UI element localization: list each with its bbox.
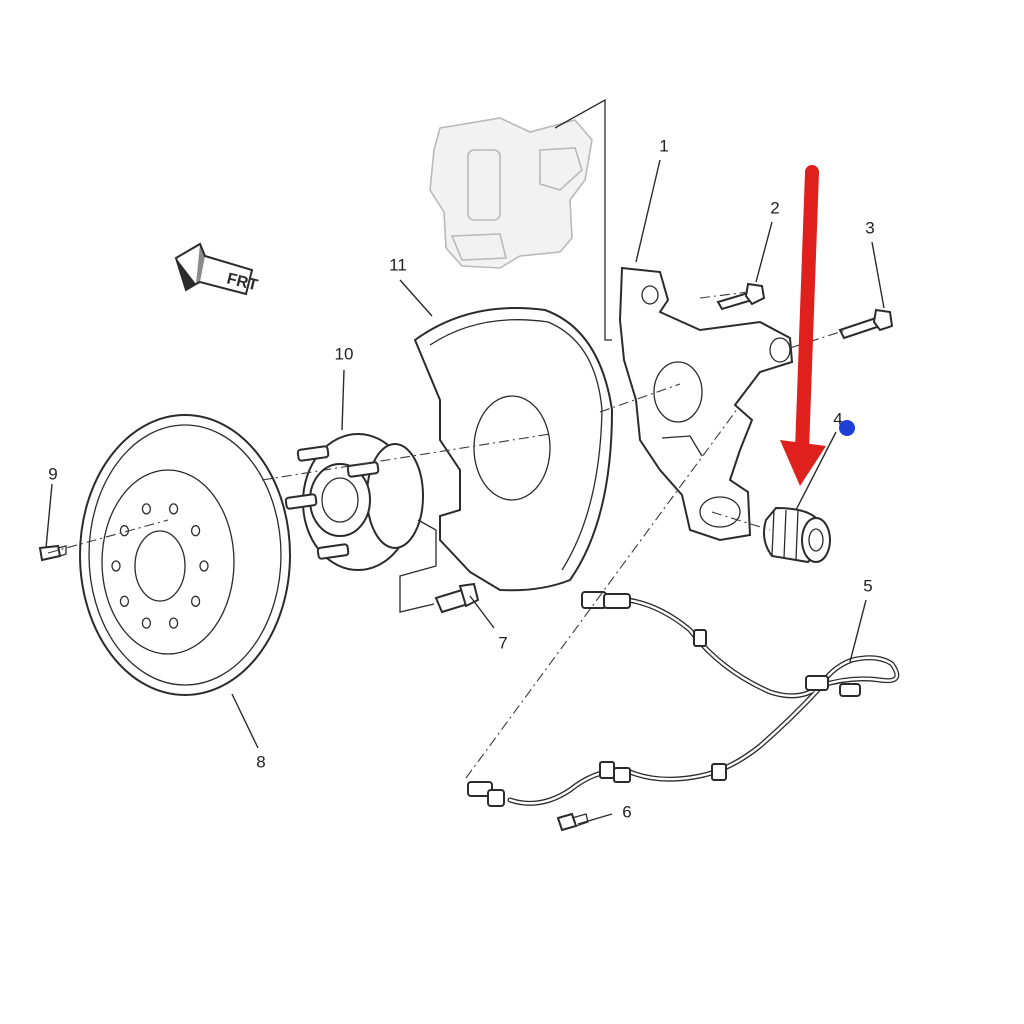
brake-rotor [79, 414, 291, 696]
rotor-hole [190, 595, 201, 607]
callout-leaders [45, 159, 885, 825]
rotor-hole [141, 503, 152, 515]
stud-bracket-line [399, 519, 437, 613]
rotor-hole [119, 595, 130, 607]
highlight-arrow [780, 165, 826, 486]
rotor-hole [199, 560, 209, 572]
wheel-hub-bearing [284, 433, 424, 571]
callout-10: 10 [334, 344, 354, 364]
brake-backing-plate [413, 307, 614, 592]
knuckle-rear-bolt [838, 308, 894, 340]
knuckle-upper-bolt [716, 282, 766, 311]
callout-9: 9 [48, 464, 58, 484]
callout-6: 6 [622, 802, 632, 822]
wheel-speed-sensor-harness [467, 591, 900, 807]
callout-11: 11 [389, 255, 407, 275]
callout-2: 2 [770, 198, 780, 218]
caliper-bracket-line [554, 98, 612, 341]
callout-5: 5 [863, 576, 873, 596]
front-direction-marker [174, 242, 254, 296]
knuckle-bushing [763, 506, 831, 564]
rotor-hole [141, 617, 152, 629]
callout-4: 4 [833, 409, 843, 429]
rotor-hole [190, 525, 201, 537]
sensor-bolt [556, 812, 589, 832]
rotor-hole [168, 503, 179, 515]
steering-knuckle [618, 266, 794, 542]
marker-dot [839, 420, 855, 436]
callout-3: 3 [865, 218, 875, 238]
callout-1: 1 [659, 136, 669, 156]
caliper-ghost [429, 117, 593, 269]
rotor-retaining-screw [38, 544, 67, 562]
callout-8: 8 [256, 752, 266, 772]
rotor-hole [111, 560, 121, 572]
rotor-hole [168, 617, 179, 629]
callout-7: 7 [498, 633, 508, 653]
